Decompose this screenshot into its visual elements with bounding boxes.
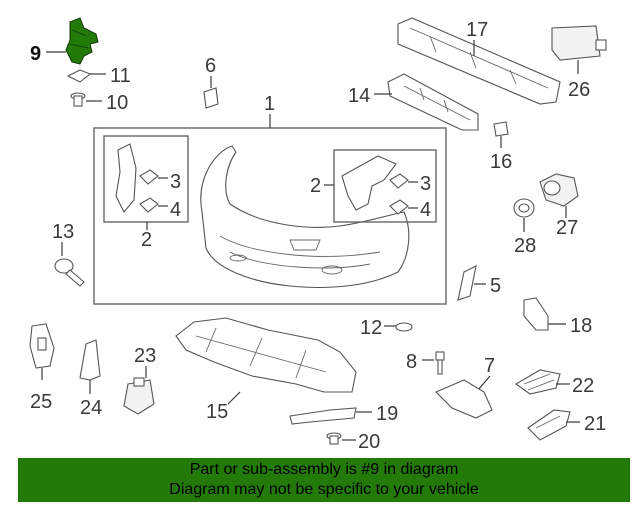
part-8-fastener[interactable] xyxy=(435,351,445,375)
part-10-bolt[interactable] xyxy=(70,92,86,107)
part-27-parking-sensor[interactable] xyxy=(539,173,579,207)
leader-7 xyxy=(477,375,491,391)
part-16-clip[interactable] xyxy=(493,121,509,137)
part-2-right-bracket[interactable] xyxy=(341,155,397,211)
callout-3-right: 3 xyxy=(420,173,431,195)
part-28-sensor-ring[interactable] xyxy=(513,198,535,218)
part-5-reflector[interactable] xyxy=(457,265,477,301)
sub-box-right xyxy=(333,149,437,223)
leader-15 xyxy=(227,391,241,405)
callout-8: 8 xyxy=(406,351,417,373)
callout-10: 10 xyxy=(106,92,128,114)
callout-25: 25 xyxy=(30,391,52,413)
callout-21: 21 xyxy=(584,413,606,435)
callout-9: 9 xyxy=(30,43,41,65)
callout-2-right: 2 xyxy=(310,175,321,197)
parts-diagram: 9 11 10 6 17 14 26 16 1 3 xyxy=(29,17,607,453)
part-1-bumper-cover[interactable] xyxy=(200,145,410,288)
callout-22: 22 xyxy=(572,375,594,397)
part-19-strip[interactable] xyxy=(289,407,357,425)
callout-7: 7 xyxy=(484,355,495,377)
callout-18: 18 xyxy=(570,315,592,337)
callout-6: 6 xyxy=(205,55,216,77)
callout-24: 24 xyxy=(80,397,102,419)
callout-19: 19 xyxy=(376,403,398,425)
callout-3-left: 3 xyxy=(170,171,181,193)
part-15-undertray[interactable] xyxy=(175,317,357,393)
callout-4-right: 4 xyxy=(420,199,431,221)
part-17-bumper-reinforcement[interactable] xyxy=(397,17,561,105)
callout-27: 27 xyxy=(556,217,578,239)
part-18-deflector[interactable] xyxy=(523,297,549,331)
callout-4-left: 4 xyxy=(170,199,181,221)
callout-20: 20 xyxy=(358,431,380,453)
callout-11: 11 xyxy=(110,65,131,87)
part-24-bracket[interactable] xyxy=(79,339,101,381)
callout-17: 17 xyxy=(466,19,488,41)
info-banner: Part or sub-assembly is #9 in diagram Di… xyxy=(18,458,630,502)
part-9-bracket-highlighted[interactable] xyxy=(65,17,99,65)
part-11-pad[interactable] xyxy=(66,69,92,83)
banner-line-1: Part or sub-assembly is #9 in diagram xyxy=(189,461,459,478)
banner-line-2: Diagram may not be specific to your vehi… xyxy=(169,481,479,498)
part-3-left[interactable] xyxy=(139,169,159,185)
part-23-actuator[interactable] xyxy=(123,377,155,415)
part-13-tow-cover[interactable] xyxy=(54,258,85,287)
callout-23: 23 xyxy=(134,345,156,367)
callout-2-left: 2 xyxy=(141,229,152,251)
part-12-plug[interactable] xyxy=(395,322,413,332)
callout-16: 16 xyxy=(490,151,512,173)
callout-1: 1 xyxy=(264,93,275,115)
part-4-left[interactable] xyxy=(139,197,159,213)
part-14-absorber[interactable] xyxy=(387,73,479,131)
callout-28: 28 xyxy=(514,235,536,257)
part-6-clip[interactable] xyxy=(203,87,219,109)
part-20-screw[interactable] xyxy=(326,432,342,445)
callout-14: 14 xyxy=(348,85,370,107)
sub-box-left xyxy=(103,135,189,223)
part-22-grille[interactable] xyxy=(514,369,561,395)
callout-12: 12 xyxy=(360,317,382,339)
part-21-grille-insert[interactable] xyxy=(527,409,571,441)
callout-26: 26 xyxy=(568,79,590,101)
part-4-right[interactable] xyxy=(389,199,409,215)
part-25-bracket[interactable] xyxy=(29,323,55,369)
callout-15: 15 xyxy=(206,401,228,423)
part-3-right[interactable] xyxy=(389,173,409,189)
part-2-left-bracket[interactable] xyxy=(115,143,137,213)
callout-13: 13 xyxy=(52,221,74,243)
callout-5: 5 xyxy=(490,275,501,297)
part-26-sensor-module[interactable] xyxy=(551,25,607,61)
part-7-bracket[interactable] xyxy=(435,379,493,419)
